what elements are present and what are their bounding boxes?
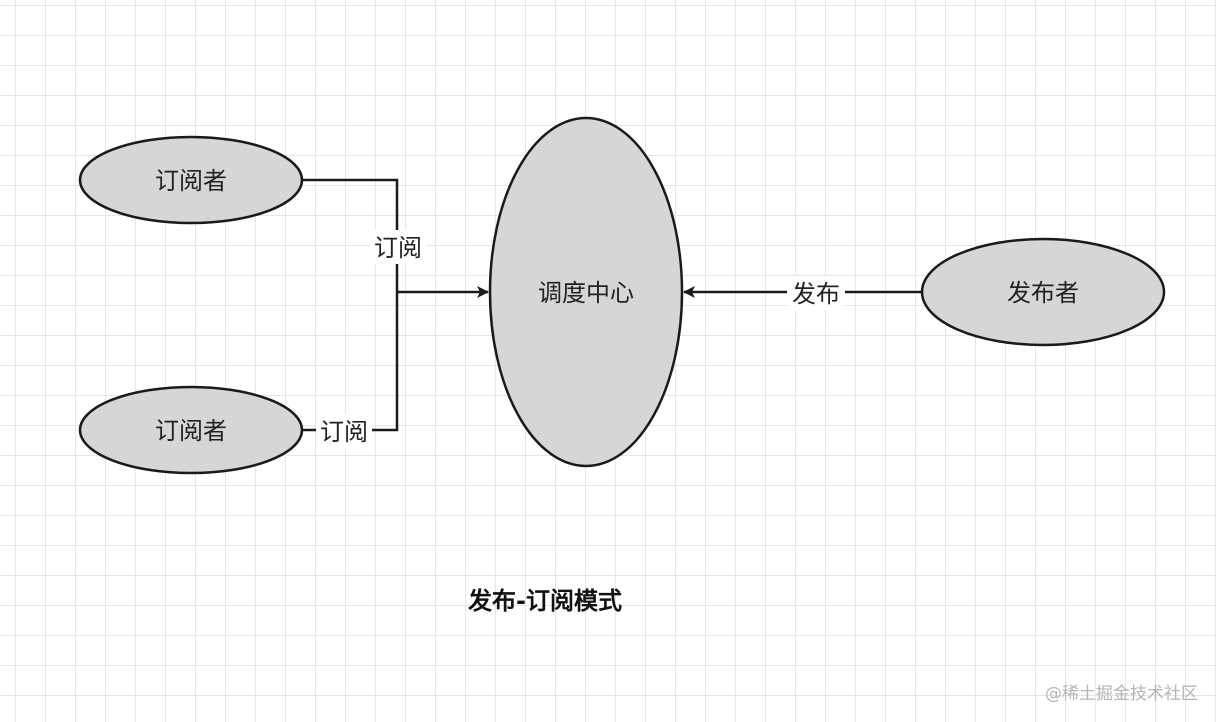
diagram-title: 发布-订阅模式 — [467, 587, 622, 615]
subscriber-node-top: 订阅者 — [78, 135, 304, 225]
subscribe-bottom-connector — [302, 292, 399, 432]
publisher-label: 发布者 — [1007, 279, 1079, 307]
publish-label: 发布 — [792, 280, 840, 308]
edge-labels: 订阅 订阅 发布 — [316, 230, 845, 448]
subscriber-node-bottom: 订阅者 — [78, 385, 304, 475]
dispatch-center-label: 调度中心 — [538, 279, 634, 307]
subscriber-label-bottom: 订阅者 — [155, 417, 227, 445]
subscriber-ellipse-bottom — [78, 385, 304, 475]
watermark: @稀土掘金技术社区 — [1045, 684, 1198, 704]
publisher-ellipse — [920, 237, 1166, 347]
subscribe-bottom-label: 订阅 — [320, 418, 368, 446]
publisher-node: 发布者 — [920, 237, 1166, 347]
subscribe-top-label: 订阅 — [374, 234, 422, 262]
subscriber-ellipse-top — [78, 135, 304, 225]
dispatch-center-node: 调度中心 — [488, 116, 684, 468]
dispatch-center-ellipse — [488, 116, 684, 468]
subscriber-label-top: 订阅者 — [155, 167, 227, 195]
